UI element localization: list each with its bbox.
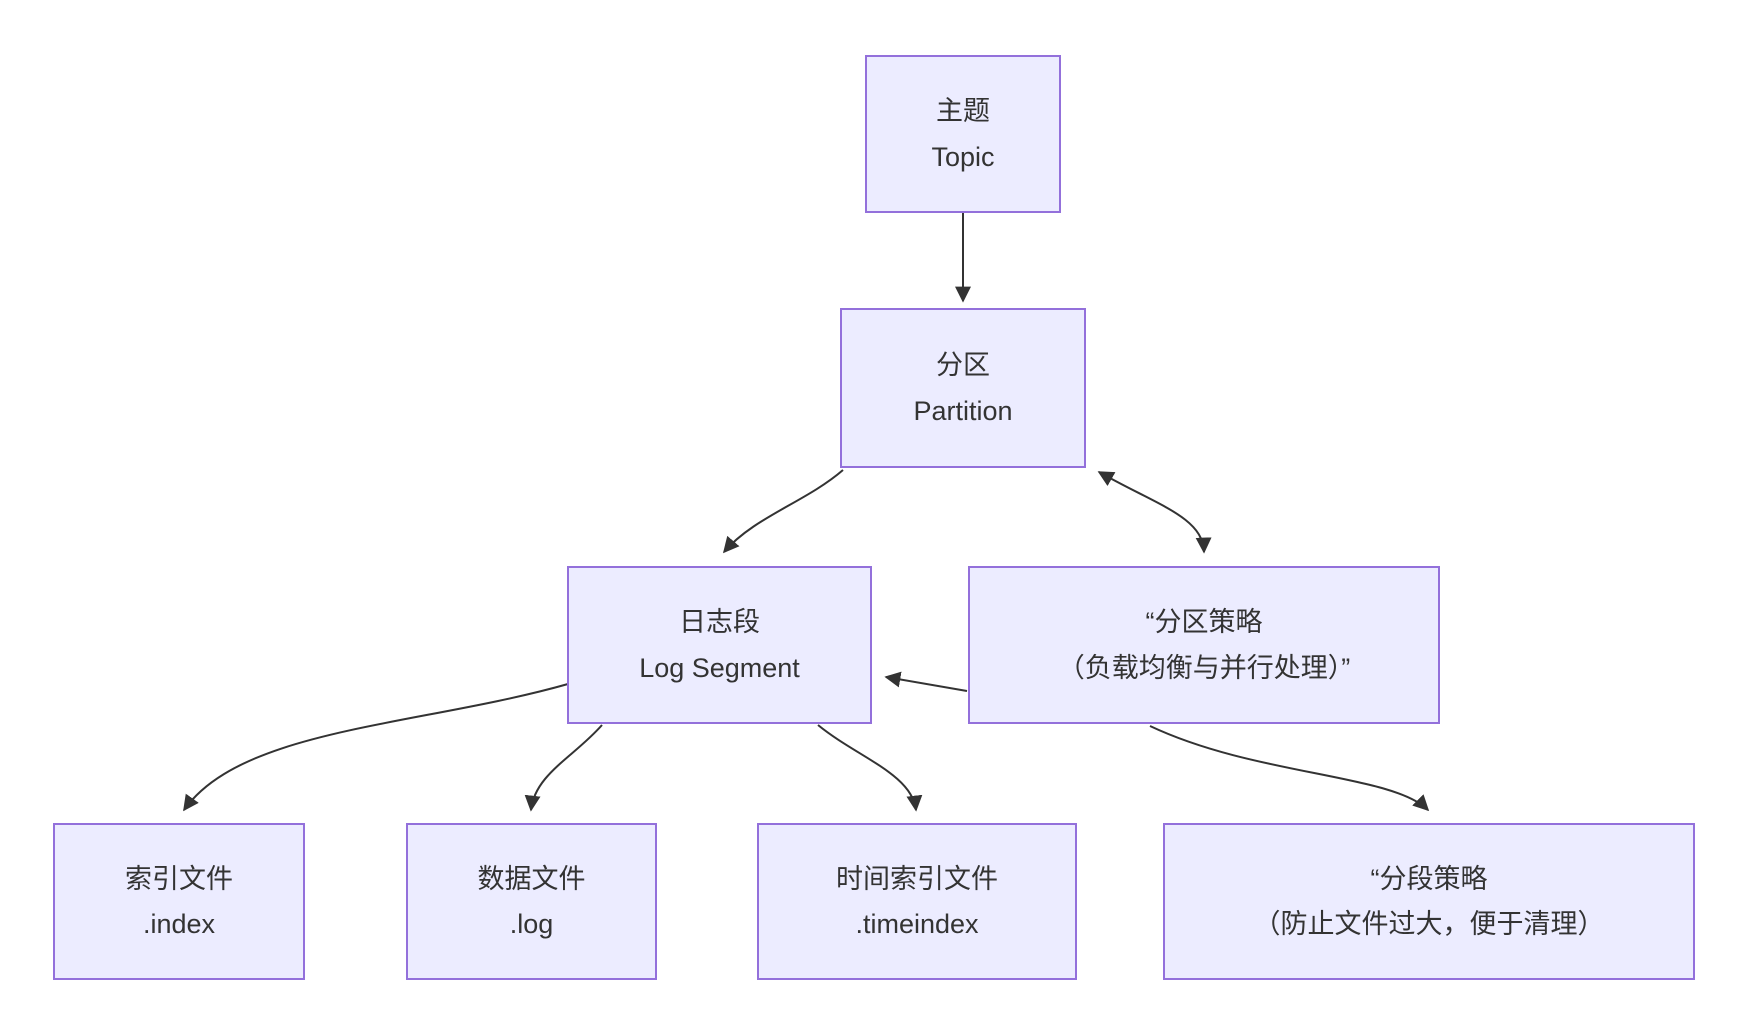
edge-partition-strategy-to-log-segment — [884, 671, 968, 692]
node-time-index-file-extension: .timeindex — [855, 909, 979, 939]
node-partition-strategy-line1: “分区策略 — [1145, 607, 1263, 638]
edge-log-segment-to-index-file — [183, 683, 569, 812]
node-topic-label-en: Topic — [931, 141, 995, 172]
node-time-index-file-label-cn: 时间索引文件 — [836, 863, 998, 894]
node-partition: 分区 Partition — [840, 308, 1086, 468]
edge-partition-to-log-segment — [722, 469, 844, 554]
node-data-file-extension: .log — [509, 909, 554, 939]
node-segment-strategy: “分段策略 （防止文件过大，便于清理） — [1163, 823, 1695, 980]
node-index-file-label-cn: 索引文件 — [125, 863, 233, 894]
node-topic-label-cn: 主题 — [936, 96, 990, 127]
node-log-segment-label-en: Log Segment — [639, 652, 800, 683]
node-partition-label-en: Partition — [913, 395, 1013, 426]
node-data-file-label-cn: 数据文件 — [477, 863, 586, 894]
node-time-index-file: 时间索引文件 .timeindex — [757, 823, 1077, 980]
node-index-file: 索引文件 .index — [53, 823, 305, 980]
node-partition-label-cn: 分区 — [936, 350, 990, 381]
edge-log-segment-to-time-index-file — [817, 724, 923, 812]
node-segment-strategy-line2: （防止文件过大，便于清理） — [1253, 909, 1605, 939]
node-index-file-extension: .index — [142, 909, 216, 939]
node-log-segment: 日志段 Log Segment — [567, 566, 872, 724]
node-partition-strategy-line2: （负载均衡与并行处理）” — [1057, 652, 1351, 683]
node-partition-strategy: “分区策略 （负载均衡与并行处理）” — [968, 566, 1440, 724]
node-topic: 主题 Topic — [865, 55, 1061, 213]
edge-partition-partition-strategy-bidirectional — [1097, 471, 1212, 554]
node-data-file: 数据文件 .log — [406, 823, 657, 980]
edge-log-segment-to-segment-strategy — [1149, 725, 1430, 812]
node-log-segment-label-cn: 日志段 — [679, 607, 760, 638]
node-segment-strategy-line1: “分段策略 — [1370, 863, 1488, 894]
edge-log-segment-to-data-file — [524, 724, 603, 812]
